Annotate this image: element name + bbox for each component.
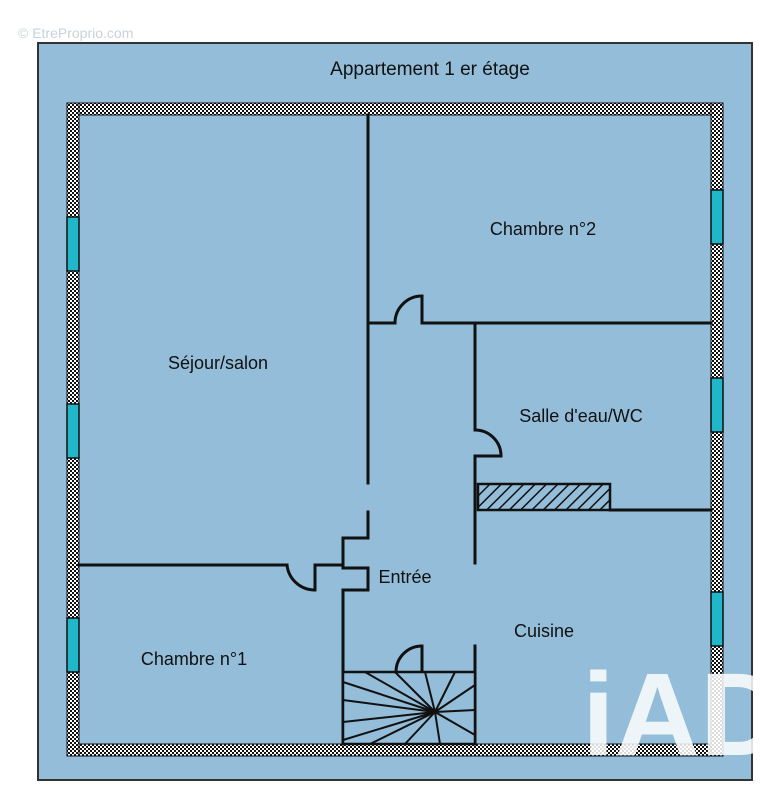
doors [285,294,503,673]
room-label-chambre2: Chambre n°2 [490,219,596,239]
window-left-middle [66,403,80,459]
room-label-entree: Entrée [378,567,431,587]
hatched-fixture [476,482,612,512]
plan-frame [37,42,753,781]
staircase [341,670,477,746]
windows [66,189,724,673]
window-right-bottom [710,591,724,647]
plan-title: Appartement 1 er étage [330,59,530,80]
brand-watermark: iAD [582,649,781,781]
door-salle-eau [474,428,503,458]
source-watermark: © EtreProprio.com [18,25,133,41]
door-chambre1 [285,564,316,592]
window-right-middle [710,377,724,433]
window-left-top [66,216,80,272]
door-chambre2 [393,294,424,324]
room-label-chambre1: Chambre n°1 [141,649,247,669]
room-label-salle-eau: Salle d'eau/WC [519,406,643,426]
room-label-sejour: Séjour/salon [168,353,268,373]
window-left-bottom [66,617,80,673]
door-entree [394,644,424,673]
window-right-top [710,189,724,245]
room-label-cuisine: Cuisine [514,621,574,641]
